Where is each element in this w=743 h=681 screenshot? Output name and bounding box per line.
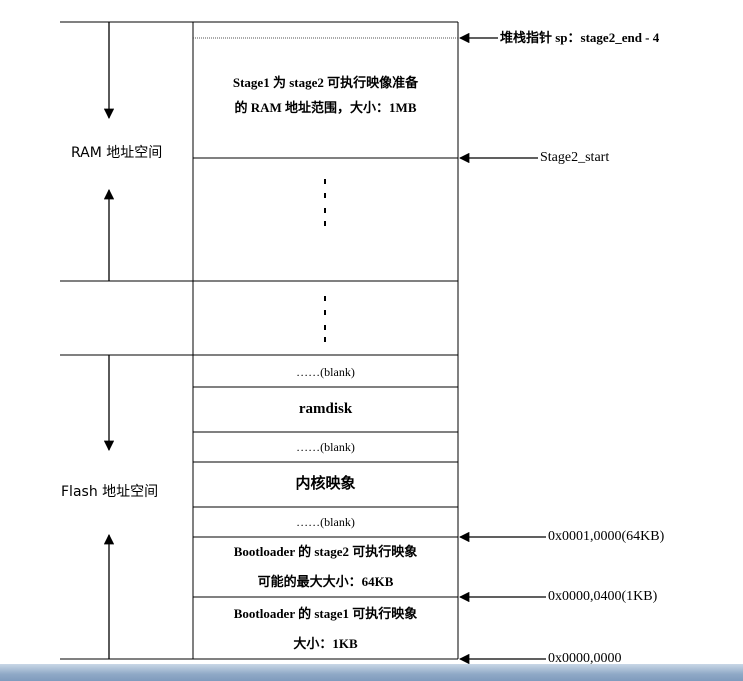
memory-map-diagram <box>60 21 546 664</box>
kernel-image-cell: 内核映象 <box>295 476 356 492</box>
ramdisk-cell: ramdisk <box>298 401 353 417</box>
blank-cell-3: ……(blank) <box>296 515 355 529</box>
addr-1kb-label: 0x0000,0400(1KB) <box>548 589 658 604</box>
stage2-max-size-line1: Bootloader 的 stage2 可执行映象 <box>233 544 418 559</box>
memory-column <box>192 22 459 659</box>
slide-bottom-band <box>0 664 743 681</box>
ram-space-label: RAM 地址空间 <box>71 145 163 161</box>
stage1-size-line2: 大小：1KB <box>293 636 358 651</box>
stage1-prepared-range-line1: Stage1 为 stage2 可执行映像准备 <box>232 75 419 90</box>
blank-cell-2: ……(blank) <box>296 440 355 454</box>
blank-cell-1: ……(blank) <box>296 365 355 379</box>
stage1-size-line1: Bootloader 的 stage1 可执行映象 <box>233 606 418 621</box>
stage1-prepared-range-line2: 的 RAM 地址范围，大小：1MB <box>234 100 417 115</box>
addr-64kb-label: 0x0001,0000(64KB) <box>548 529 665 544</box>
stack-pointer-label: 堆栈指针 sp：stage2_end - 4 <box>500 30 660 45</box>
stage2-start-label: Stage2_start <box>540 150 610 165</box>
ellipsis-dots-upper <box>324 179 326 226</box>
flash-space-label: Flash 地址空间 <box>61 484 159 500</box>
stage2-max-size-line2: 可能的最大大小：64KB <box>257 574 394 589</box>
ellipsis-dots-lower <box>324 296 326 342</box>
addr-0-label: 0x0000,0000 <box>548 651 622 666</box>
